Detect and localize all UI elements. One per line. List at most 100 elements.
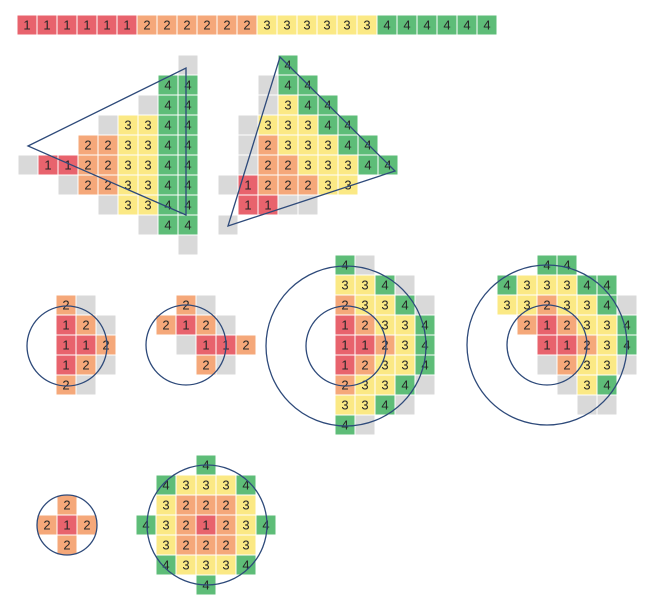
cell-value: 3	[563, 298, 570, 313]
cell-value: 4	[623, 318, 630, 333]
circle-outline	[26, 305, 108, 387]
cell-value: 1	[123, 18, 130, 33]
cell-value: 3	[144, 158, 151, 173]
cell-value: 3	[381, 298, 388, 313]
cell-value: 3	[324, 158, 331, 173]
grid-cell	[137, 94, 159, 116]
cell-value: 4	[381, 398, 388, 413]
grid-cell: 3	[556, 294, 578, 316]
grid-cell: 1	[354, 334, 376, 356]
grid-cell: 4	[157, 74, 179, 96]
grid-cell: 3	[374, 314, 396, 336]
grid-cell	[257, 74, 279, 96]
cell-value: 4	[164, 98, 171, 113]
cell-value: 2	[83, 518, 90, 533]
grid-cell: 3	[334, 274, 356, 296]
cell-rect	[237, 114, 259, 136]
grid-cell: 3	[394, 334, 416, 356]
cell-value: 2	[183, 18, 190, 33]
cell-value: 4	[383, 18, 390, 33]
cell-value: 4	[403, 18, 410, 33]
cell-value: 3	[543, 278, 550, 293]
grid-cell	[556, 374, 578, 396]
cell-value: 3	[242, 538, 249, 553]
cell-value: 1	[44, 158, 51, 173]
cell-rect	[97, 194, 119, 216]
cell-value: 1	[341, 318, 348, 333]
cell-rect	[175, 334, 197, 356]
cell-rect	[215, 354, 237, 376]
grid-cell	[195, 294, 217, 316]
grid-cell: 4	[177, 94, 199, 116]
grid-cell: 3	[596, 334, 618, 356]
cell-value: 4	[162, 558, 169, 573]
cell-rect	[576, 394, 598, 416]
cell-value: 1	[202, 518, 209, 533]
grid-cell: 2	[195, 314, 217, 336]
grid-cell: 1	[57, 154, 79, 176]
grid-cell: 3	[235, 514, 257, 536]
cell-value: 2	[84, 138, 91, 153]
grid-cell: 3	[175, 474, 197, 496]
cell-value: 1	[63, 18, 70, 33]
cell-rect	[57, 174, 79, 196]
cell-value: 3	[344, 158, 351, 173]
grid-cell: 1	[237, 194, 259, 216]
cell-value: 1	[64, 158, 71, 173]
grid-cell	[177, 54, 199, 76]
cell-rect	[217, 174, 239, 196]
cell-value: 3	[144, 198, 151, 213]
cell-rect	[237, 154, 259, 176]
grid-cell: 2	[75, 314, 97, 336]
grid-cell: 3	[556, 274, 578, 296]
cell-value: 3	[381, 358, 388, 373]
grid-cell: 3	[155, 494, 177, 516]
grid-cell: 2	[556, 314, 578, 336]
cell-value: 2	[222, 498, 229, 513]
grid-cell: 4	[374, 394, 396, 416]
cell-value: 3	[284, 98, 291, 113]
cell-value: 3	[283, 18, 290, 33]
cell-value: 1	[543, 338, 550, 353]
cell-value: 2	[182, 538, 189, 553]
cell-value: 3	[341, 398, 348, 413]
cell-rect	[414, 374, 436, 396]
legend-cell: 4	[476, 14, 498, 36]
grid-cell	[414, 374, 436, 396]
cell-value: 3	[603, 338, 610, 353]
grid-cell: 2	[215, 534, 237, 556]
cell-value: 4	[164, 178, 171, 193]
cell-rect	[616, 354, 638, 376]
grid-cell: 3	[277, 94, 299, 116]
grid-cell: 4	[157, 134, 179, 156]
cell-rect	[177, 54, 199, 76]
grid-cell: 2	[277, 154, 299, 176]
grid-cell: 2	[55, 294, 77, 316]
legend-cell: 3	[296, 14, 318, 36]
cell-value: 2	[62, 298, 69, 313]
cell-value: 3	[144, 178, 151, 193]
grid-cell: 3	[576, 314, 598, 336]
grid-cell: 4	[177, 114, 199, 136]
cell-value: 4	[603, 298, 610, 313]
cell-rect	[137, 214, 159, 236]
grid-cell	[97, 114, 119, 136]
cell-value: 4	[184, 178, 191, 193]
grid-cell: 4	[177, 154, 199, 176]
grid-cell: 4	[596, 294, 618, 316]
grid-cell: 2	[354, 354, 376, 376]
cell-value: 4	[304, 98, 311, 113]
grid-cell	[75, 374, 97, 396]
cell-value: 2	[563, 318, 570, 333]
grid-cell	[75, 294, 97, 316]
cell-value: 2	[381, 338, 388, 353]
cell-value: 1	[244, 198, 251, 213]
cell-value: 2	[202, 538, 209, 553]
grid-cell: 4	[235, 554, 257, 576]
grid-cell: 2	[556, 354, 578, 376]
grid-cell: 4	[576, 274, 598, 296]
cell-value: 3	[324, 178, 331, 193]
